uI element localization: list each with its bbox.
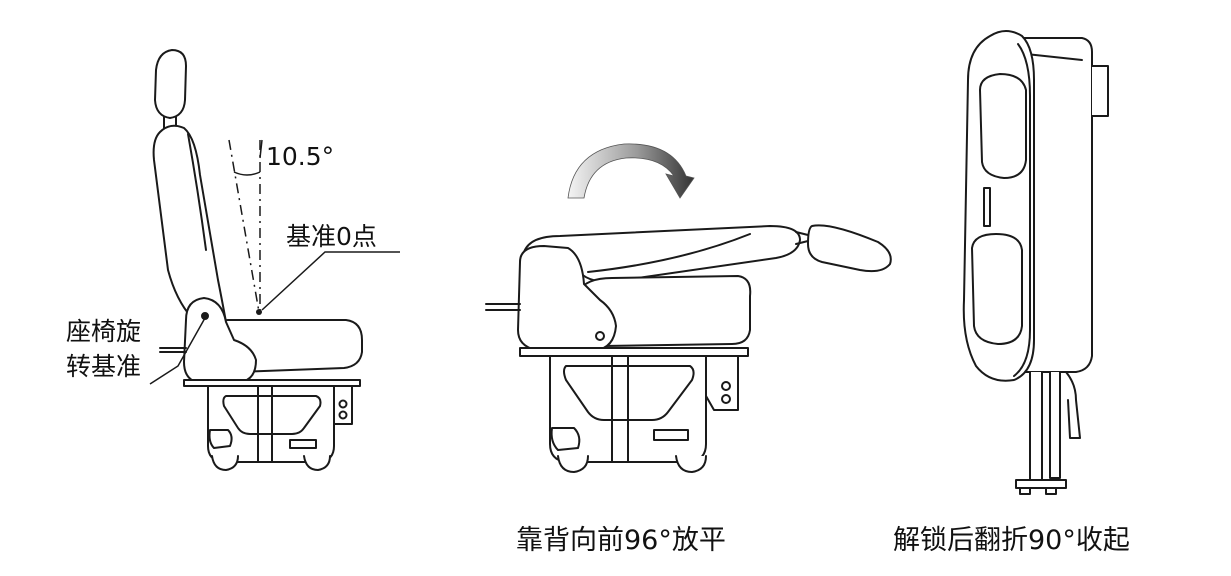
seat1-latch — [210, 430, 232, 448]
seat2-bracket-hole2 — [722, 395, 730, 403]
caption-flip-up: 解锁后翻折90°收起 — [893, 525, 1130, 556]
seat1-rail — [184, 380, 360, 386]
seat2-foot-right — [676, 456, 706, 472]
seat2-base-window — [564, 366, 694, 420]
tilted-ref-line — [229, 140, 259, 312]
seat1-lever — [160, 348, 186, 352]
rotation-arrow-body — [568, 144, 694, 198]
seat-folded-flat — [486, 225, 891, 472]
seat1-foot-right — [304, 456, 330, 470]
seat1-bracket-hole2 — [340, 412, 347, 419]
pivot-leader — [150, 318, 205, 384]
caption-fold-forward: 靠背向前96°放平 — [516, 525, 726, 556]
seat3-upper-pad — [980, 74, 1026, 178]
seat3-bracket — [1066, 372, 1080, 438]
seat3-mid-slot — [984, 188, 990, 226]
seat1-headrest — [155, 50, 186, 118]
ref-zero-label: 基准0点 — [286, 222, 377, 251]
seat2-lever — [486, 304, 520, 310]
ref-zero-leader — [262, 252, 400, 310]
seat3-leg-right — [1050, 372, 1060, 478]
seat2-base-slot — [654, 430, 688, 440]
seat1-foot-left — [212, 456, 238, 470]
seat1-base-post — [258, 386, 272, 462]
angle-label: 10.5° — [266, 142, 335, 171]
angle-label-tick — [260, 140, 262, 158]
seat-stowed — [964, 31, 1108, 494]
seat1-base-window — [223, 396, 320, 434]
seat3-foot — [1016, 480, 1066, 488]
seat2-backrest-seam — [588, 234, 750, 272]
seat3-leg-left — [1030, 372, 1042, 480]
angle-reference — [150, 140, 400, 384]
rotation-arrow — [568, 144, 694, 198]
seat3-lower-pad — [972, 234, 1022, 344]
seat1-backrest — [154, 126, 226, 322]
seat3-foot-cap — [1020, 488, 1056, 494]
seat2-bracket-hole1 — [722, 382, 730, 390]
pivot-label-line2: 转基准 — [66, 352, 142, 381]
pivot-label-line1: 座椅旋 — [66, 317, 142, 346]
seat3-block-inner — [1026, 54, 1082, 60]
seat2-headrest — [808, 225, 891, 271]
seat1-bracket-hole1 — [340, 401, 347, 408]
seat2-latch — [552, 428, 580, 450]
seat3-front-seam — [1014, 44, 1030, 376]
seat1-base-slot — [290, 440, 316, 448]
seat2-foot-left — [558, 456, 588, 472]
seat2-rail — [520, 348, 748, 356]
seat-upright — [154, 50, 362, 470]
seat2-base-post — [612, 356, 628, 462]
ref-zero-dot — [256, 309, 262, 315]
angle-arc — [234, 172, 260, 175]
seat2-pivot-dot — [596, 332, 604, 340]
seat1-backrest-seam — [188, 134, 206, 250]
seat3-tab — [1092, 66, 1108, 116]
seat2-backrest — [524, 226, 800, 282]
